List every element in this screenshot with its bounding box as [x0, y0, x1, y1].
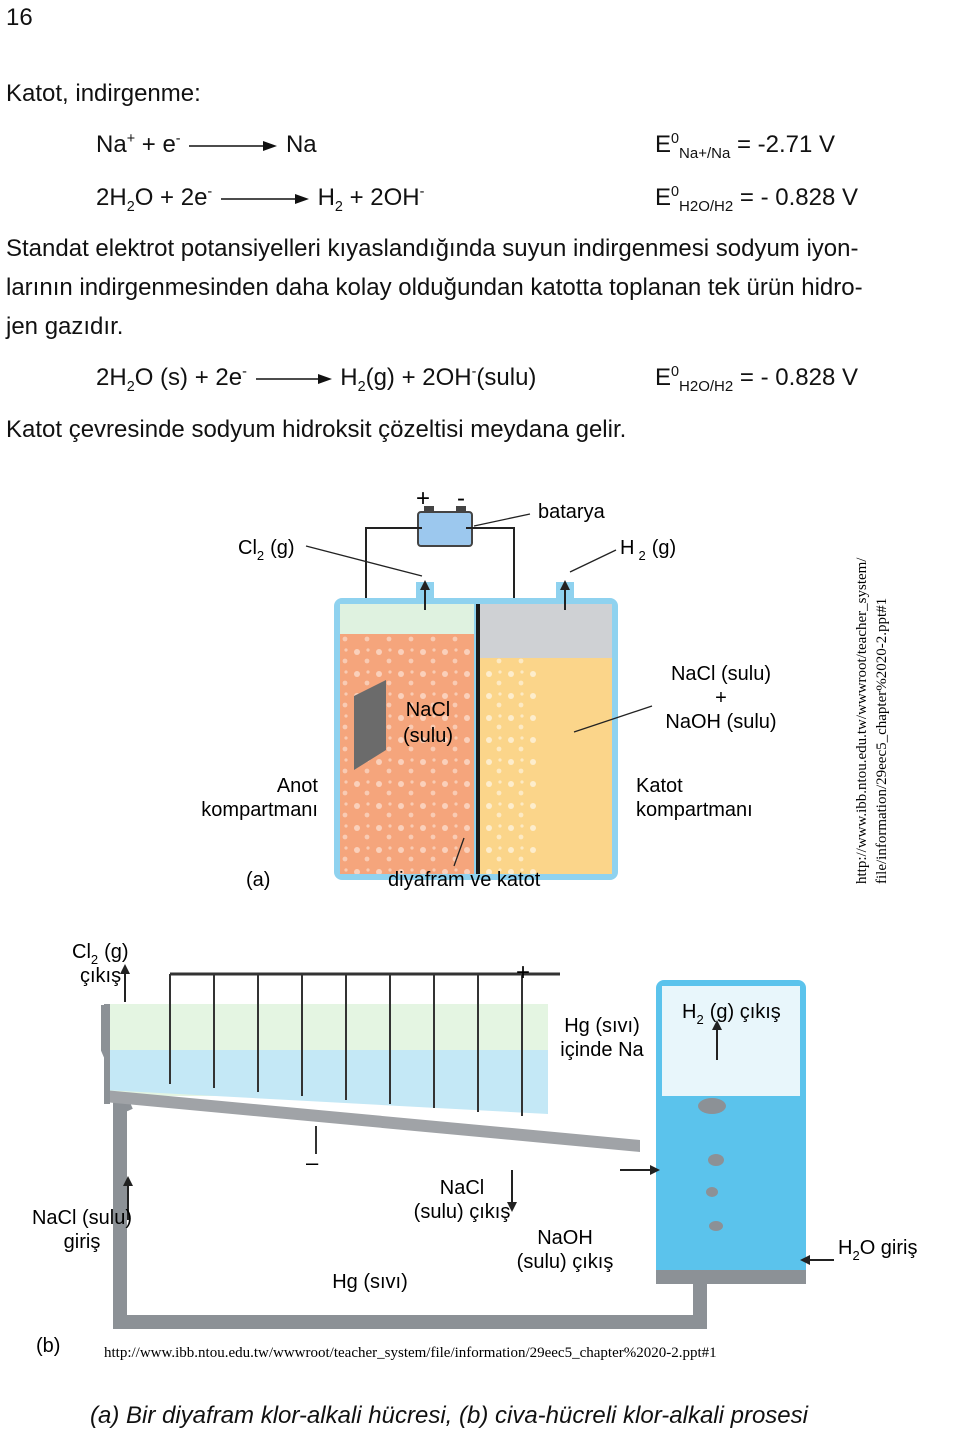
- battery-label: batarya: [538, 501, 606, 523]
- battery-icon: [417, 506, 473, 547]
- anode-array: [169, 972, 560, 1116]
- reaction-arrow-icon: [189, 140, 278, 151]
- paragraph-2: Katot çevresinde sodyum hidroksit çözelt…: [6, 416, 627, 443]
- equation-1-potential: E0Na+/Na = -2.71 V: [655, 131, 836, 162]
- page-number: 16: [6, 4, 33, 31]
- plus-terminal: +: [516, 959, 530, 986]
- figure-a-panel-label: (a): [246, 869, 270, 891]
- figure-a-source-line-2: file/information/29eec5_chapter%2020-2.p…: [874, 598, 890, 884]
- figure-b-panel-label: (b): [36, 1335, 60, 1357]
- h2o-inlet-label: H2O giriş: [838, 1237, 917, 1263]
- minus-terminal: –: [306, 1150, 319, 1175]
- left-arrow-icon: [800, 1255, 834, 1265]
- anode-compartment-label-2: kompartmanı: [201, 799, 318, 821]
- nacl-inlet-label-2: giriş: [64, 1231, 101, 1253]
- cathode-compartment-label-2: kompartmanı: [636, 799, 753, 821]
- diaphragm-label: diyafram ve katot: [388, 869, 541, 891]
- hg-na-label-1: Hg (sıvı): [564, 1015, 640, 1037]
- naoh-outlet-label-1: NaOH: [537, 1227, 593, 1249]
- cathode-solution-label-2: +: [715, 687, 727, 709]
- figure-b-mercury-cell: – + Cl2(g) çıkış Hg (sıvı) içinde Na H2(…: [32, 941, 918, 1361]
- electrolysis-trough: [104, 1004, 640, 1152]
- figure-b-source: http://www.ibb.ntou.edu.tw/wwwroot/teach…: [104, 1345, 717, 1361]
- figure-caption: (a) Bir diyafram klor-alkali hücresi, (b…: [90, 1402, 808, 1429]
- anode-nacl-label: NaCl: [406, 699, 450, 721]
- decomposer-tower: [656, 980, 806, 1284]
- battery-minus-sign: -: [457, 485, 465, 512]
- equation-3-potential: E0H2O/H2 = - 0.828 V: [655, 364, 858, 395]
- down-arrow-icon: [507, 1170, 517, 1212]
- nacl-outlet-label-2: (sulu) çıkış: [414, 1201, 511, 1223]
- hg-na-label-2: içinde Na: [560, 1039, 644, 1061]
- h2-exit-label: H2(g) çıkış: [682, 1001, 781, 1027]
- anode-electrode: [354, 680, 386, 770]
- up-arrow-icon: [712, 1020, 722, 1060]
- right-arrow-icon: [620, 1165, 660, 1175]
- equation-2-reaction: 2H2O + 2e- H2 + 2OH-: [96, 184, 425, 215]
- anode-compartment-label-1: Anot: [277, 775, 319, 797]
- nacl-outlet-label-1: NaCl: [440, 1177, 484, 1199]
- equation-2-potential: E0H2O/H2 = - 0.828 V: [655, 184, 858, 215]
- hg-liquid-label: Hg (sıvı): [332, 1271, 408, 1293]
- cl2-exit-label: Cl2(g): [72, 941, 129, 967]
- cathode-solution-label-3: NaOH (sulu): [665, 711, 776, 733]
- anode-nacl-state: (sulu): [403, 725, 453, 747]
- paragraph-1: Standat elektrot potansiyelleri kıyaslan…: [6, 235, 863, 340]
- cathode-compartment-label-1: Katot: [636, 775, 683, 797]
- cathode-solution-label-1: NaCl (sulu): [671, 663, 771, 685]
- diaphragm-cathode: [476, 604, 480, 874]
- reaction-arrow-icon: [255, 373, 332, 384]
- battery-plus-sign: +: [416, 485, 430, 512]
- nacl-inlet-label-1: NaCl (sulu): [32, 1207, 132, 1229]
- cl2-gas-label: Cl2(g): [238, 537, 295, 563]
- figure-a-source-line-1: http://www.ibb.ntou.edu.tw/wwwroot/teach…: [854, 557, 870, 884]
- reaction-arrow-icon: [220, 193, 309, 204]
- equation-3-reaction: 2H2O (s) + 2e- H2(g) + 2OH-(sulu): [96, 364, 537, 395]
- cell-body: [334, 582, 618, 880]
- equation-1-reaction: Na+ + e- Na: [96, 131, 317, 158]
- up-arrow-icon: [120, 964, 130, 1002]
- naoh-outlet-label-2: (sulu) çıkış: [517, 1251, 614, 1273]
- up-arrow-icon: [420, 580, 430, 610]
- up-arrow-icon: [560, 580, 570, 610]
- up-arrow-icon: [123, 1176, 133, 1220]
- section-heading: Katot, indirgenme:: [6, 80, 201, 107]
- cl2-exit-label-2: çıkış: [80, 965, 121, 987]
